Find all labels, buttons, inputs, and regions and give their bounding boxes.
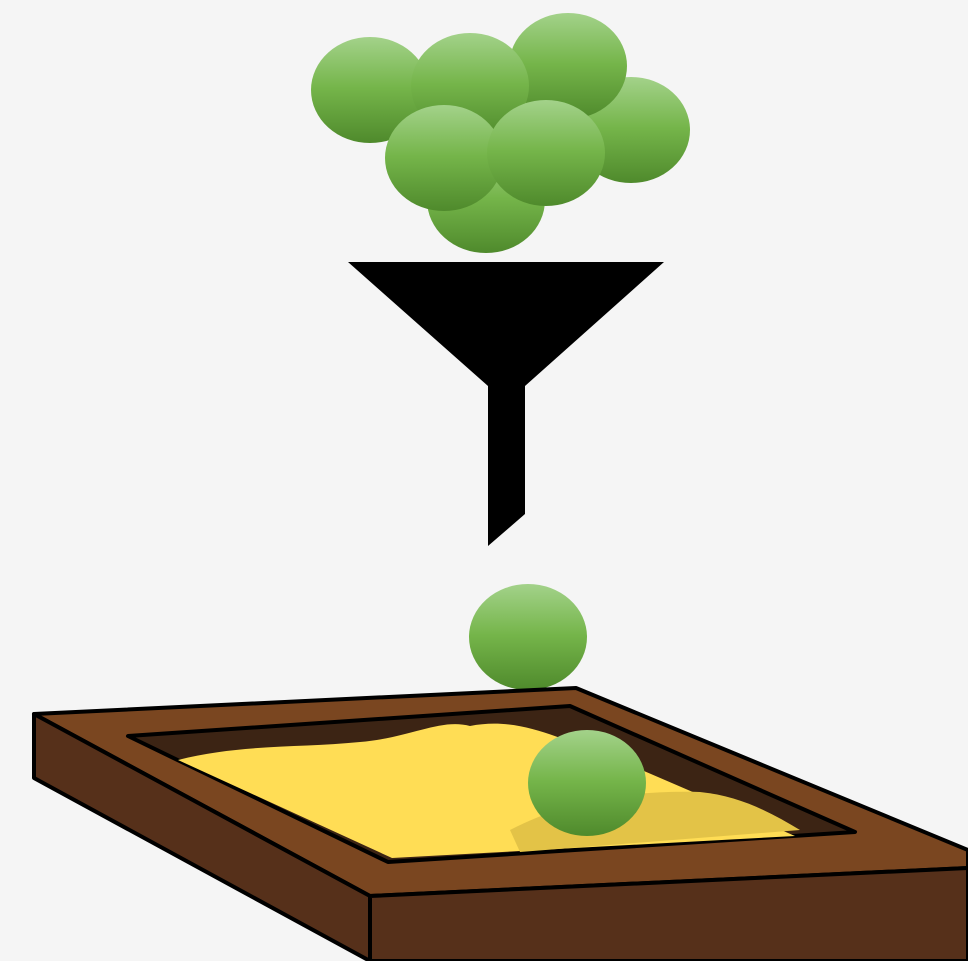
ball-icon — [469, 584, 587, 690]
ball-icon — [487, 100, 605, 206]
ball-icon — [528, 730, 646, 836]
ball-icon — [385, 105, 503, 211]
